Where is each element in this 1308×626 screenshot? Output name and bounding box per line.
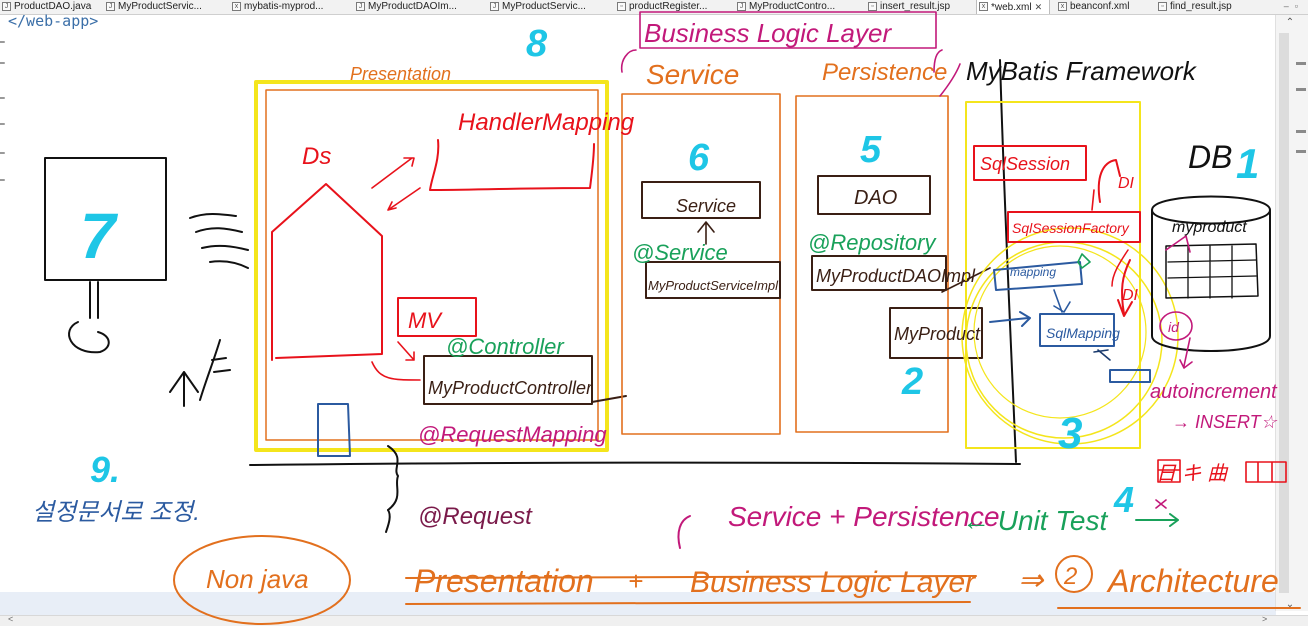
java-file-icon: J — [106, 2, 115, 11]
service-box-label: Service — [676, 196, 736, 216]
overview-ruler-mark[interactable] — [1296, 150, 1306, 153]
persistence-title: Persistence — [822, 59, 947, 86]
scroll-up-icon[interactable]: ⌃ — [1285, 17, 1295, 28]
maximize-icon[interactable]: ▫ — [1294, 1, 1304, 11]
step-number-8: 8 — [526, 23, 548, 65]
korean-sketch-note: 日 キ 曲 — [1156, 463, 1229, 485]
product-box-label: MyProduct — [894, 324, 981, 344]
overview-ruler-mark[interactable] — [1296, 62, 1306, 65]
autoincrement-note: autoincrement — [1150, 381, 1278, 403]
editor-tab[interactable]: ▫productRegister... — [615, 0, 733, 14]
mybatis-frame — [965, 101, 1141, 449]
service-persistence-bottom: Service + Persistence — [728, 501, 1000, 532]
java-file-icon: J — [490, 2, 499, 11]
dispatcher-servlet-shape — [271, 183, 383, 361]
presentation-bottom: Presentation — [414, 563, 594, 599]
business-logic-layer-title: Business Logic Layer — [644, 18, 892, 48]
dao-impl-label: MyProductDAOImpl — [816, 266, 976, 286]
di-label-bottom: DI — [1122, 287, 1139, 304]
id-note: id — [1168, 319, 1180, 335]
step-number-7: 7 — [80, 200, 119, 272]
presentation-title: Presentation — [350, 64, 451, 84]
dao-box-label: DAO — [854, 187, 897, 209]
controller-annotation: @Controller — [446, 334, 565, 359]
java-file-icon: J — [737, 2, 746, 11]
architecture-label: Architecture — [1106, 563, 1279, 599]
editor-area[interactable]: </web-app> — [0, 12, 1276, 617]
jsp-file-icon: ▫ — [617, 2, 626, 11]
editor-window-controls[interactable]: –▫ — [1284, 0, 1304, 14]
minimize-icon[interactable]: – — [1283, 1, 1295, 11]
xml-file-icon: x — [1058, 2, 1067, 11]
step-number-2: 2 — [901, 361, 923, 403]
sqlsession-label: SqlSession — [980, 154, 1070, 174]
unit-test-label: ← Unit Test — [962, 505, 1108, 536]
non-java-label: Non java — [206, 564, 309, 594]
scrollbar-thumb[interactable] — [1279, 33, 1289, 593]
scroll-left-icon[interactable]: < — [8, 614, 14, 624]
controller-box — [423, 355, 593, 405]
client-box — [44, 157, 167, 281]
db-cylinder — [1151, 195, 1271, 352]
jsp-file-icon: ▫ — [868, 2, 877, 11]
db-table-label: myproduct — [1172, 219, 1247, 236]
circled-two: 2 — [1063, 563, 1077, 590]
jsp-file-icon: ▫ — [1158, 2, 1167, 11]
java-file-icon: J — [2, 2, 11, 11]
business-logic-bottom: Business Logic Layer — [690, 566, 976, 599]
service-title: Service — [646, 59, 739, 90]
request-param-label: @Request — [418, 503, 533, 530]
step-number-5: 5 — [860, 129, 882, 171]
sql-mapping-label: SqlMapping — [1046, 325, 1120, 341]
overview-ruler-mark[interactable] — [1296, 130, 1306, 133]
close-tab-icon[interactable]: ✕ — [1034, 2, 1043, 12]
service-impl-label: MyProductServiceImpl — [648, 278, 779, 293]
editor-tab[interactable]: ▫insert_result.jsp — [866, 0, 970, 14]
mv-label: MV — [408, 308, 443, 333]
persistence-column — [795, 95, 949, 433]
step-number-1: 1 — [1236, 140, 1259, 187]
editor-tab-active[interactable]: x*web.xml✕ — [976, 0, 1050, 14]
controller-box-label: MyProductController — [428, 378, 593, 398]
overview-ruler-mark[interactable] — [1296, 88, 1306, 91]
xml-file-icon: x — [232, 2, 241, 11]
request-mapping-label: @RequestMapping — [418, 422, 607, 447]
mybatis-framework-title: MyBatis Framework — [966, 56, 1198, 86]
vertical-scrollbar[interactable]: ⌃ ⌄ — [1275, 15, 1308, 611]
horizontal-scrollbar[interactable]: < > — [0, 614, 1308, 626]
step-number-4: 4 — [1113, 479, 1134, 520]
scroll-down-icon[interactable]: ⌄ — [1285, 599, 1295, 610]
sqlsession-factory-label: SqlSessionFactory — [1012, 220, 1130, 236]
plus-sign: + — [628, 566, 643, 596]
step-number-3: 3 — [1058, 409, 1082, 458]
insert-note: → INSERT☆ — [1172, 412, 1278, 432]
presentation-frame — [254, 80, 609, 452]
handler-mapping-label: HandlerMapping — [458, 109, 635, 136]
step-number-6: 6 — [688, 137, 710, 179]
scroll-right-icon[interactable]: > — [1262, 614, 1268, 624]
di-label-top: DI — [1118, 175, 1135, 192]
step-number-9: 9. — [90, 449, 120, 490]
code-line: </web-app> — [8, 12, 99, 30]
editor-tab[interactable]: ▫find_result.jsp — [1156, 0, 1256, 14]
service-annotation: @Service — [632, 240, 728, 265]
xml-file-icon: x — [979, 2, 988, 11]
repository-annotation: @Repository — [808, 230, 937, 255]
implies-arrow: ⇒ — [1018, 564, 1045, 597]
db-label: DB — [1188, 139, 1232, 175]
java-file-icon: J — [356, 2, 365, 11]
ds-label: Ds — [302, 143, 331, 170]
mapping-label: mapping — [1010, 265, 1056, 279]
config-document-note: 설정문서로 조정. — [32, 499, 200, 526]
